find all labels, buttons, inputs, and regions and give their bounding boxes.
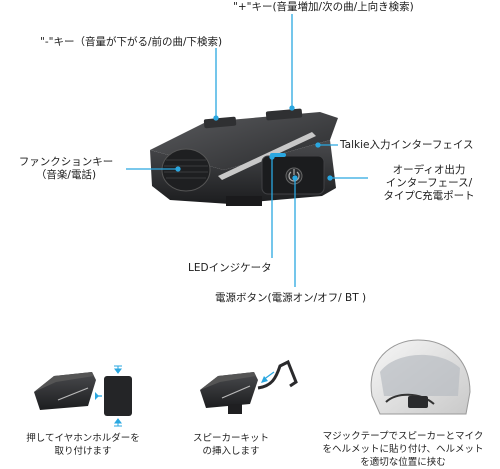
helmet-illustration [370,339,471,415]
plus-key-label: "+"キー(音量増加/次の曲/上向き検索) [233,1,414,13]
power-button-label: 電源ボタン(電源オン/オフ/ BT ) [215,292,367,304]
step2-line2: の挿入します [202,446,260,457]
audio-port-line2: インターフェース/ [385,177,473,189]
step2-illustration [200,359,298,414]
step1-line1: 押してイヤホンホルダーを [26,433,140,444]
audio-port-line1: オーディオ出力 [392,164,466,176]
step3-line3: を適切な位置に挟む [360,457,446,468]
function-key-label: ファンクションキー （音楽/電話) [8,156,124,182]
audio-port-line3: タイプC充電ポート [383,190,475,202]
step1-illustration [34,365,132,427]
step3-caption: マジックテープでスピーカーとマイク をヘルメットに貼り付け、ヘルメット を適切な… [308,430,498,469]
led-indicator-label: LEDインジケータ [188,262,272,274]
step3-line2: をヘルメットに貼り付け、ヘルメット [322,444,484,455]
step3-line1: マジックテープでスピーカーとマイク [322,431,484,442]
callout-lines [126,14,368,287]
talkie-port-label: Talkie入力インターフェイス [340,139,474,151]
audio-port-label: オーディオ出力 インターフェース/ タイプC充電ポート [368,164,490,203]
step1-caption: 押してイヤホンホルダーを 取り付けます [8,432,158,458]
minus-key-label: "-"キー（音量が下がる/前の曲/下検索) [40,36,223,48]
step2-line1: スピーカーキット [192,433,269,444]
step1-line2: 取り付けます [54,446,112,457]
function-key-sub: （音楽/電話) [35,169,97,181]
step2-caption: スピーカーキット の挿入します [172,432,290,458]
intercom-device [150,108,338,206]
function-key-title: ファンクションキー [18,156,114,168]
